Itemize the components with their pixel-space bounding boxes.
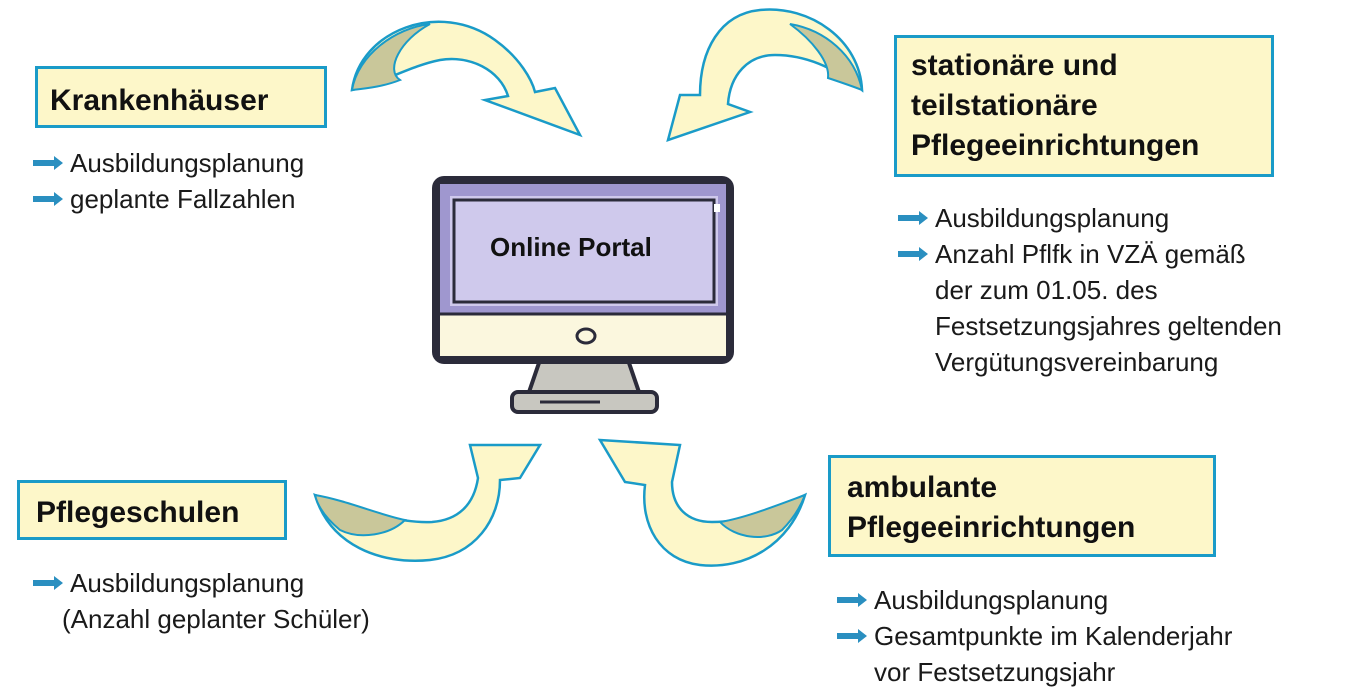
list-item: Anzahl Pflfk in VZÄ gemäß xyxy=(897,236,1282,272)
right-arrow-icon xyxy=(898,211,928,226)
list-item-text: Gesamtpunkte im Kalenderjahr xyxy=(874,621,1233,651)
ambulant-title-line: Pflegeeinrichtungen xyxy=(847,511,1136,544)
list-item: Ausbildungsplanung xyxy=(836,582,1232,618)
list-item-text: Ausbildungsplanung xyxy=(935,203,1170,233)
monitor-icon xyxy=(432,176,734,414)
list-item: Gesamtpunkte im Kalenderjahr xyxy=(836,618,1232,654)
list-item-text: Anzahl Pflfk in VZÄ gemäß xyxy=(935,239,1246,269)
right-arrow-icon xyxy=(33,156,63,171)
right-arrow-icon xyxy=(837,593,867,608)
list-item-continuation: Vergütungsvereinbarung xyxy=(935,347,1219,377)
ambulant-box: ambulante Pflegeeinrichtungen xyxy=(828,455,1216,557)
list-item-continuation: (Anzahl geplanter Schüler) xyxy=(62,604,370,634)
pflegeschulen-list: Ausbildungsplanung (Anzahl geplanter Sch… xyxy=(32,565,370,637)
list-item-continuation: vor Festsetzungsjahr xyxy=(874,657,1116,687)
krankenhaeuser-title: Krankenhäuser xyxy=(50,84,269,117)
list-item-text: Ausbildungsplanung xyxy=(70,568,305,598)
list-item-text: Ausbildungsplanung xyxy=(70,148,305,178)
right-arrow-icon xyxy=(898,247,928,262)
curved-arrow-icon xyxy=(666,8,864,142)
stationaer-title-line: teilstationäre xyxy=(911,89,1098,122)
stationaer-title-line: Pflegeeinrichtungen xyxy=(911,129,1200,162)
ambulant-list: Ausbildungsplanung Gesamtpunkte im Kalen… xyxy=(836,582,1232,690)
curved-arrow-icon xyxy=(597,438,808,567)
krankenhaeuser-list: Ausbildungsplanung geplante Fallzahlen xyxy=(32,145,304,217)
stationaer-box: stationäre und teilstationäre Pflegeeinr… xyxy=(894,35,1274,177)
list-item-text: Ausbildungsplanung xyxy=(874,585,1109,615)
online-portal-label: Online Portal xyxy=(490,232,652,262)
pflegeschulen-box: Pflegeschulen xyxy=(17,480,287,540)
list-item-continuation: Festsetzungsjahres geltenden xyxy=(935,311,1282,341)
krankenhaeuser-box: Krankenhäuser xyxy=(35,66,327,128)
list-item: geplante Fallzahlen xyxy=(32,181,304,217)
list-item: Ausbildungsplanung xyxy=(897,200,1282,236)
curved-arrow-icon xyxy=(313,443,543,562)
list-item-continuation: der zum 01.05. des xyxy=(935,275,1158,305)
stationaer-title-line: stationäre und xyxy=(911,49,1118,82)
right-arrow-icon xyxy=(33,192,63,207)
ambulant-title-line: ambulante xyxy=(847,471,998,504)
curved-arrow-icon xyxy=(350,20,583,138)
stationaer-list: Ausbildungsplanung Anzahl Pflfk in VZÄ g… xyxy=(897,200,1282,380)
pflegeschulen-title: Pflegeschulen xyxy=(36,496,240,529)
list-item: Ausbildungsplanung xyxy=(32,565,370,601)
list-item: Ausbildungsplanung xyxy=(32,145,304,181)
right-arrow-icon xyxy=(33,576,63,591)
right-arrow-icon xyxy=(837,629,867,644)
list-item-text: geplante Fallzahlen xyxy=(70,184,296,214)
